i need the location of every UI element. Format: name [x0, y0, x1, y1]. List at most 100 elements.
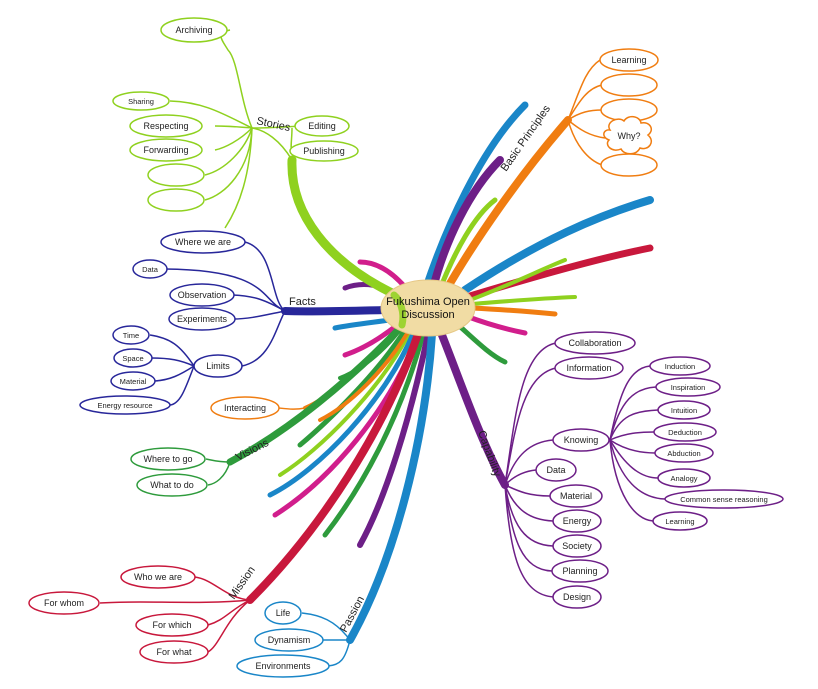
capability-child-collaboration[interactable]	[554, 331, 636, 355]
node-label: For whom	[44, 598, 84, 608]
node-label: Information	[566, 363, 611, 373]
knowing-deduction[interactable]	[653, 422, 717, 442]
passion-child-dynamism[interactable]	[254, 628, 324, 652]
capability-child-material[interactable]	[549, 484, 603, 508]
knowing-intuition[interactable]	[657, 400, 711, 420]
center-title-line1: Fukushima Open	[386, 296, 470, 308]
facts-child-where-we-are[interactable]	[160, 230, 246, 254]
connector	[207, 599, 251, 653]
facts-child-experiments[interactable]	[168, 307, 236, 331]
limits-space[interactable]	[113, 348, 153, 368]
node-label: Design	[563, 592, 591, 602]
node-label: Life	[276, 608, 291, 618]
connector	[504, 342, 557, 486]
stories-child-forwarding[interactable]	[129, 138, 203, 162]
capability-child-planning[interactable]	[551, 559, 609, 583]
ray	[318, 330, 410, 422]
visions-branch	[130, 447, 231, 497]
capability-child-data[interactable]	[535, 458, 577, 482]
connector	[504, 484, 553, 572]
node-label: Analogy	[670, 474, 697, 483]
mission-child-who-we-are[interactable]	[120, 565, 196, 589]
connector	[278, 407, 306, 410]
knowing-learning[interactable]	[652, 511, 708, 531]
capability-child-design[interactable]	[552, 585, 602, 609]
node-label: What to do	[150, 480, 194, 490]
ray	[421, 101, 529, 294]
connector	[567, 119, 603, 166]
connector	[567, 119, 606, 139]
ray	[357, 259, 408, 290]
connector	[567, 109, 603, 121]
connector	[154, 365, 195, 382]
limits-material[interactable]	[110, 371, 156, 391]
mission-child-for-which[interactable]	[135, 613, 209, 637]
knowing-abduction[interactable]	[654, 443, 714, 463]
knowing-common-sense-reasoning[interactable]	[664, 489, 784, 509]
center-title-line2: Discussion	[401, 309, 454, 321]
principle-learning[interactable]	[599, 48, 659, 72]
center-bubble[interactable]	[380, 279, 476, 337]
basic-principles-branch	[567, 48, 659, 177]
mission-branch	[28, 565, 251, 664]
node-label: Forwarding	[143, 145, 188, 155]
node-label: Who we are	[134, 572, 182, 582]
stories-child-publishing[interactable]	[289, 140, 359, 162]
node-label: Space	[122, 354, 143, 363]
stories-child-respecting[interactable]	[129, 114, 203, 138]
knowing-induction[interactable]	[649, 356, 711, 376]
ray	[332, 317, 393, 331]
node-label: Publishing	[303, 146, 345, 156]
connector	[609, 439, 654, 522]
principle-empty[interactable]	[600, 73, 658, 97]
capability-child-knowing[interactable]	[552, 428, 610, 452]
capability-child-society[interactable]	[552, 534, 602, 558]
interacting-node[interactable]	[210, 396, 280, 420]
node-label: Energy resource	[97, 401, 152, 410]
limits-time[interactable]	[112, 325, 150, 345]
ray	[267, 331, 416, 498]
mission-child-for-whom[interactable]	[28, 591, 100, 615]
stories-child-sharing[interactable]	[112, 91, 170, 111]
connector	[194, 576, 251, 601]
center-node[interactable]: Fukushima Open Discussion	[380, 279, 476, 337]
ray	[428, 156, 504, 296]
knowing-analogy[interactable]	[657, 468, 711, 488]
node-label: Why?	[617, 131, 640, 141]
principle-why-cloud[interactable]	[603, 115, 652, 155]
connector	[609, 409, 659, 441]
mission-child-for-what[interactable]	[139, 640, 209, 664]
facts-child-observation[interactable]	[169, 283, 235, 307]
branch-passion	[346, 330, 436, 644]
facts-child-data[interactable]	[132, 259, 168, 279]
limits-energy-resource[interactable]	[79, 395, 171, 415]
stories-child-editing[interactable]	[294, 115, 350, 137]
visions-labels: Visions Where to go What to do	[143, 437, 271, 490]
capability-label: Capability	[475, 429, 503, 479]
connector	[169, 365, 195, 406]
connector	[327, 639, 351, 667]
passion-child-life[interactable]	[264, 601, 302, 625]
visions-child-where-to-go[interactable]	[130, 447, 206, 471]
connector	[609, 439, 666, 500]
stories-child-empty[interactable]	[147, 163, 205, 187]
facts-child-limits[interactable]	[193, 354, 243, 378]
passion-child-environments[interactable]	[236, 654, 330, 678]
connector	[609, 365, 651, 441]
principle-empty[interactable]	[600, 153, 658, 177]
visions-child-what-to-do[interactable]	[136, 473, 208, 497]
ray	[461, 196, 654, 294]
stories-label: Stories	[255, 115, 291, 134]
stories-child-archiving[interactable]	[160, 17, 228, 43]
branch-facts	[281, 306, 389, 316]
capability-child-information[interactable]	[554, 356, 624, 380]
connector	[205, 458, 231, 463]
stories-child-empty[interactable]	[147, 188, 205, 212]
connector	[609, 439, 659, 479]
connector	[204, 127, 253, 176]
ray	[468, 258, 567, 302]
capability-child-energy[interactable]	[552, 509, 602, 533]
ray	[322, 331, 426, 538]
knowing-inspiration[interactable]	[655, 377, 721, 397]
